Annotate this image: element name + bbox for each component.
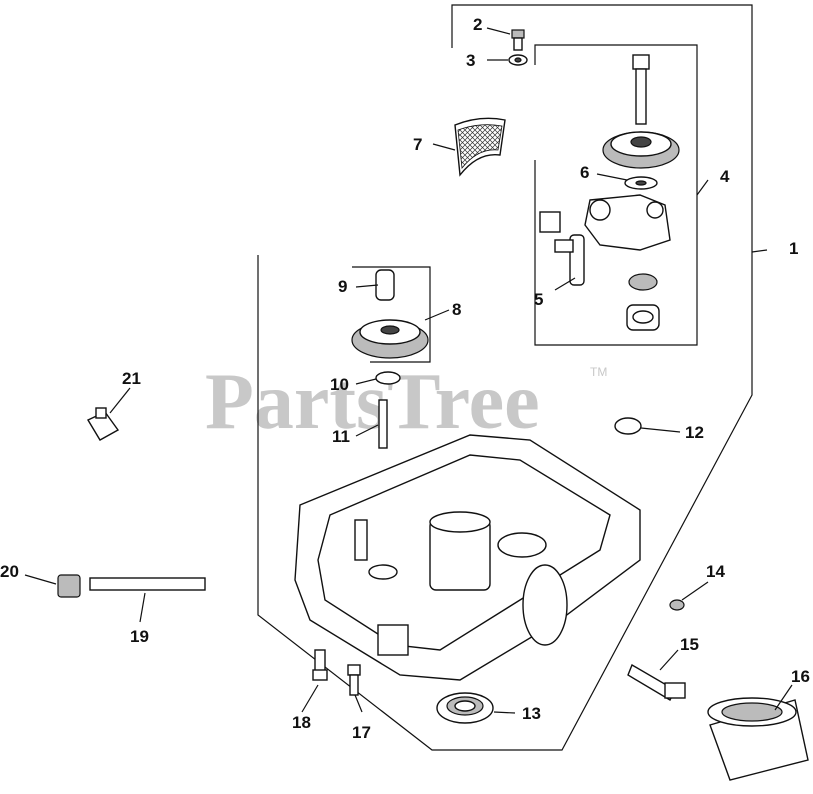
part-9-pin — [375, 269, 395, 301]
part-21-oil-sensor — [87, 407, 120, 441]
part-10-clip — [375, 371, 401, 385]
assembly-8-bracket — [352, 266, 431, 363]
callout-10: 10 — [330, 375, 349, 394]
callout-9: 9 — [338, 277, 347, 296]
callout-8: 8 — [452, 300, 461, 319]
callout-2: 2 — [473, 15, 482, 34]
part-14-plug — [669, 599, 685, 611]
part-17-screw — [347, 664, 361, 696]
part-13-oil-seal — [436, 692, 494, 724]
callout-12: 12 — [685, 423, 704, 442]
callout-19: 19 — [130, 627, 149, 646]
callout-7: 7 — [413, 135, 422, 154]
callout-labels: 2 3 1 4 5 6 7 8 9 10 11 12 13 14 15 16 1… — [0, 15, 810, 742]
callout-16: 16 — [791, 667, 810, 686]
part-20-nut — [57, 574, 81, 598]
part-8-governor-gear — [351, 319, 429, 359]
callout-18: 18 — [292, 713, 311, 732]
callout-21: 21 — [122, 369, 141, 388]
part-7-oil-screen — [454, 117, 506, 177]
callout-6: 6 — [580, 163, 589, 182]
closure-plate-housing — [294, 434, 641, 681]
callout-14: 14 — [706, 562, 725, 581]
callout-3: 3 — [466, 51, 475, 70]
part-12-o-ring — [614, 417, 642, 435]
part-2-screw — [511, 29, 525, 51]
callout-5: 5 — [534, 290, 543, 309]
watermark-text: PartsTree — [205, 358, 540, 446]
part-16-oil-filter — [707, 697, 809, 781]
part-4-oil-pump-assembly — [539, 54, 680, 331]
part-15-fitting — [627, 663, 686, 701]
callout-17: 17 — [352, 723, 371, 742]
leader-lines — [24, 27, 793, 714]
callout-15: 15 — [680, 635, 699, 654]
part-19-stud — [89, 577, 206, 591]
part-3-washer — [508, 54, 528, 66]
assembly-1-boundary — [257, 4, 753, 751]
callout-1: 1 — [789, 239, 798, 258]
callout-20: 20 — [0, 562, 19, 581]
callout-11: 11 — [332, 427, 350, 446]
part-5-relief-valve — [554, 234, 585, 286]
callout-13: 13 — [522, 704, 541, 723]
assembly-4-bracket — [534, 44, 698, 346]
part-18-screw — [312, 649, 328, 681]
part-11-shaft — [378, 399, 388, 449]
part-6-washer — [624, 176, 658, 190]
watermark-trademark: TM — [590, 365, 607, 379]
callout-4: 4 — [720, 167, 730, 186]
